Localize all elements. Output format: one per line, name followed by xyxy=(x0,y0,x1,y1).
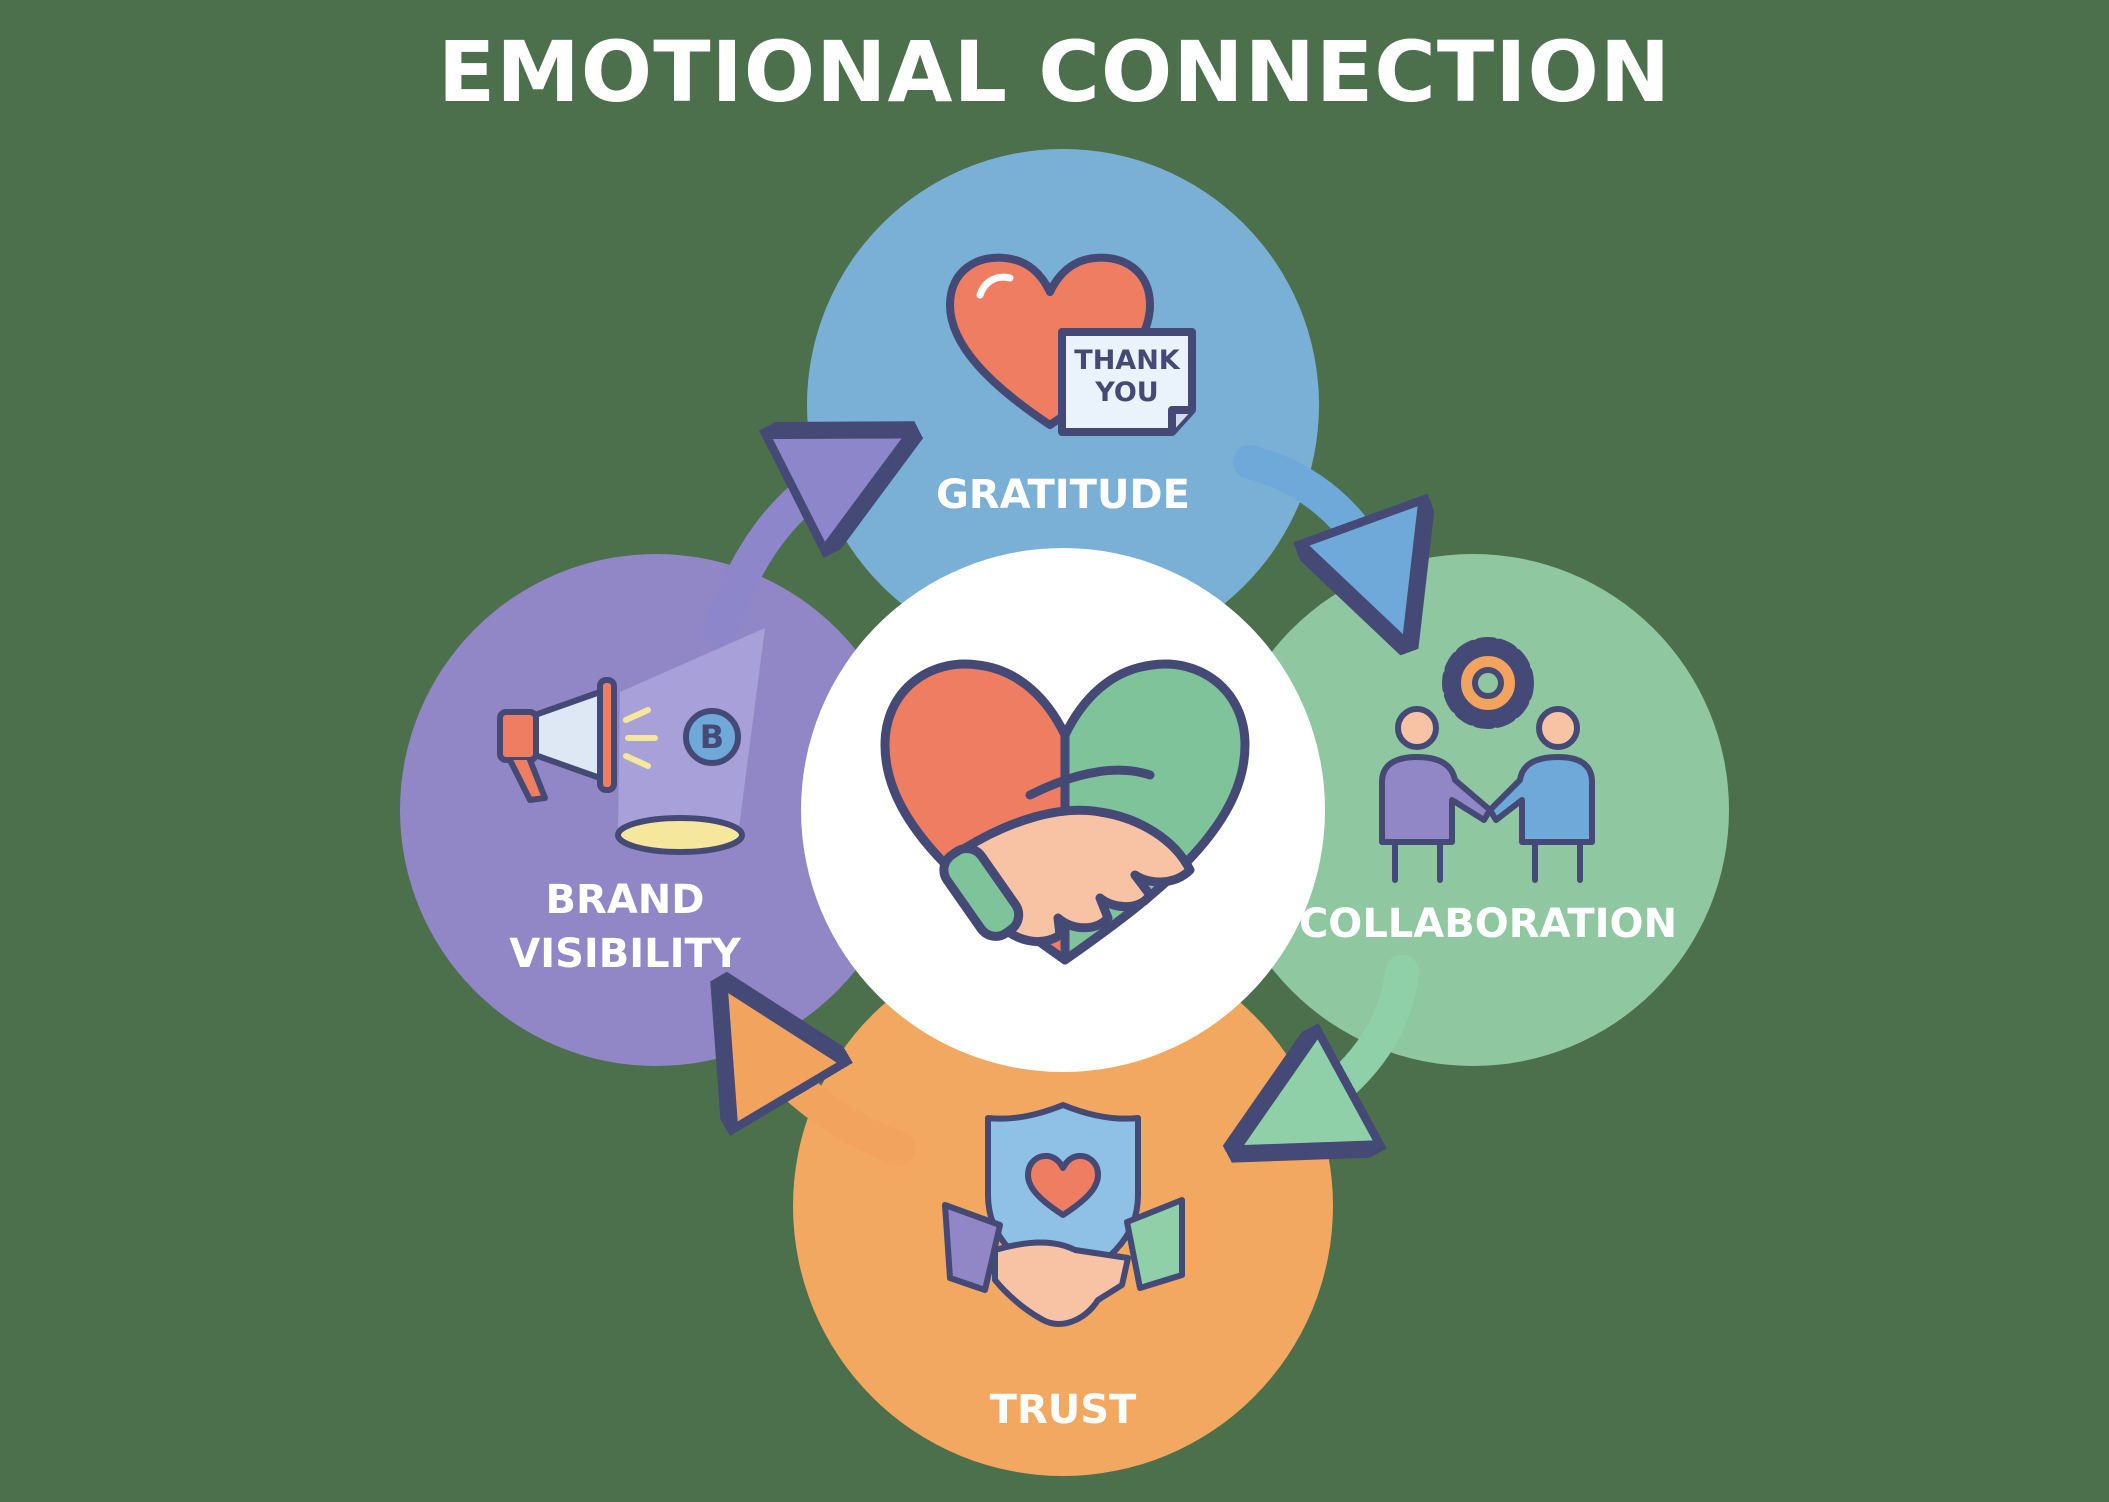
trust-handshake xyxy=(992,1239,1131,1327)
gear-icon xyxy=(1442,637,1534,729)
trust-label: TRUST xyxy=(989,1387,1137,1433)
brand-badge-letter: B xyxy=(699,718,725,756)
thank-you-line2: YOU xyxy=(1095,377,1159,408)
spotlight-pool xyxy=(615,815,745,855)
shield-heart-icon xyxy=(1025,1152,1101,1218)
person-right-head xyxy=(1536,706,1580,750)
heart-thank-you-icon xyxy=(946,253,1196,436)
megaphone-spotlight-icon xyxy=(497,628,765,855)
page-title: EMOTIONAL CONNECTION xyxy=(437,23,1672,121)
brand-visibility-label: BRAND VISIBILITY xyxy=(465,873,785,981)
arrow-brand-visibility-to-gratitude xyxy=(703,462,855,647)
brand-badge xyxy=(683,708,741,766)
thank-you-note-text: THANK YOU xyxy=(1062,345,1192,409)
gratitude-label: GRATITUDE xyxy=(936,472,1190,518)
people-gear-handshake-icon xyxy=(1379,637,1595,883)
shield-heart-handshake-icon xyxy=(942,1102,1185,1327)
person-left-body xyxy=(1379,754,1493,845)
brand-visibility-label-line2: VISIBILITY xyxy=(509,931,741,977)
brand-visibility-label-line1: BRAND xyxy=(545,877,705,923)
arrow-trust-to-brand-visibility xyxy=(755,1038,915,1165)
collaboration-label: COLLABORATION xyxy=(1298,901,1678,947)
arrow-collaboration-to-trust xyxy=(1290,955,1419,1120)
person-left-head xyxy=(1395,706,1439,750)
heart-handshake-icon xyxy=(880,659,1250,965)
person-right-body xyxy=(1487,754,1595,845)
arrow-gratitude-to-collaboration xyxy=(1233,445,1385,585)
thank-you-line1: THANK xyxy=(1074,345,1180,376)
